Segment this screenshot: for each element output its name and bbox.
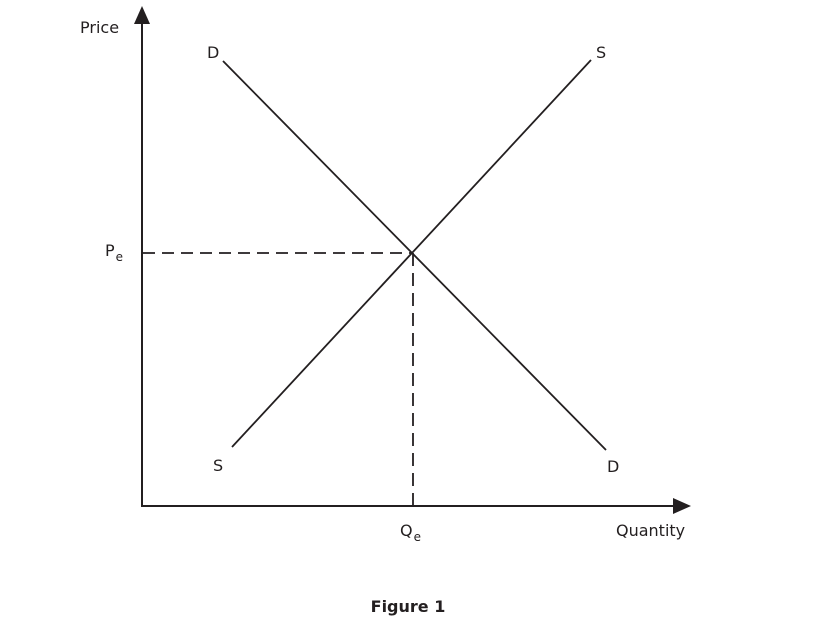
- x-axis-arrow-icon: [673, 498, 691, 514]
- quantity-label-letter: Q: [400, 521, 413, 540]
- supply-label-top: S: [596, 43, 607, 62]
- equilibrium-price-label: Pe: [105, 241, 123, 264]
- demand-label-top: D: [207, 43, 220, 62]
- demand-label-bottom: D: [607, 457, 620, 476]
- x-axis-label: Quantity: [616, 521, 686, 540]
- y-axis-label: Price: [80, 18, 120, 37]
- price-label-letter: P: [105, 241, 115, 260]
- price-label-subscript: e: [115, 250, 124, 264]
- demand-curve: [222, 60, 607, 451]
- equilibrium-quantity-label: Qe: [400, 521, 421, 544]
- supply-label-bottom: S: [213, 456, 224, 475]
- y-axis-arrow-icon: [134, 6, 150, 24]
- quantity-label-subscript: e: [413, 530, 421, 544]
- figure-caption: Figure 1: [370, 597, 446, 616]
